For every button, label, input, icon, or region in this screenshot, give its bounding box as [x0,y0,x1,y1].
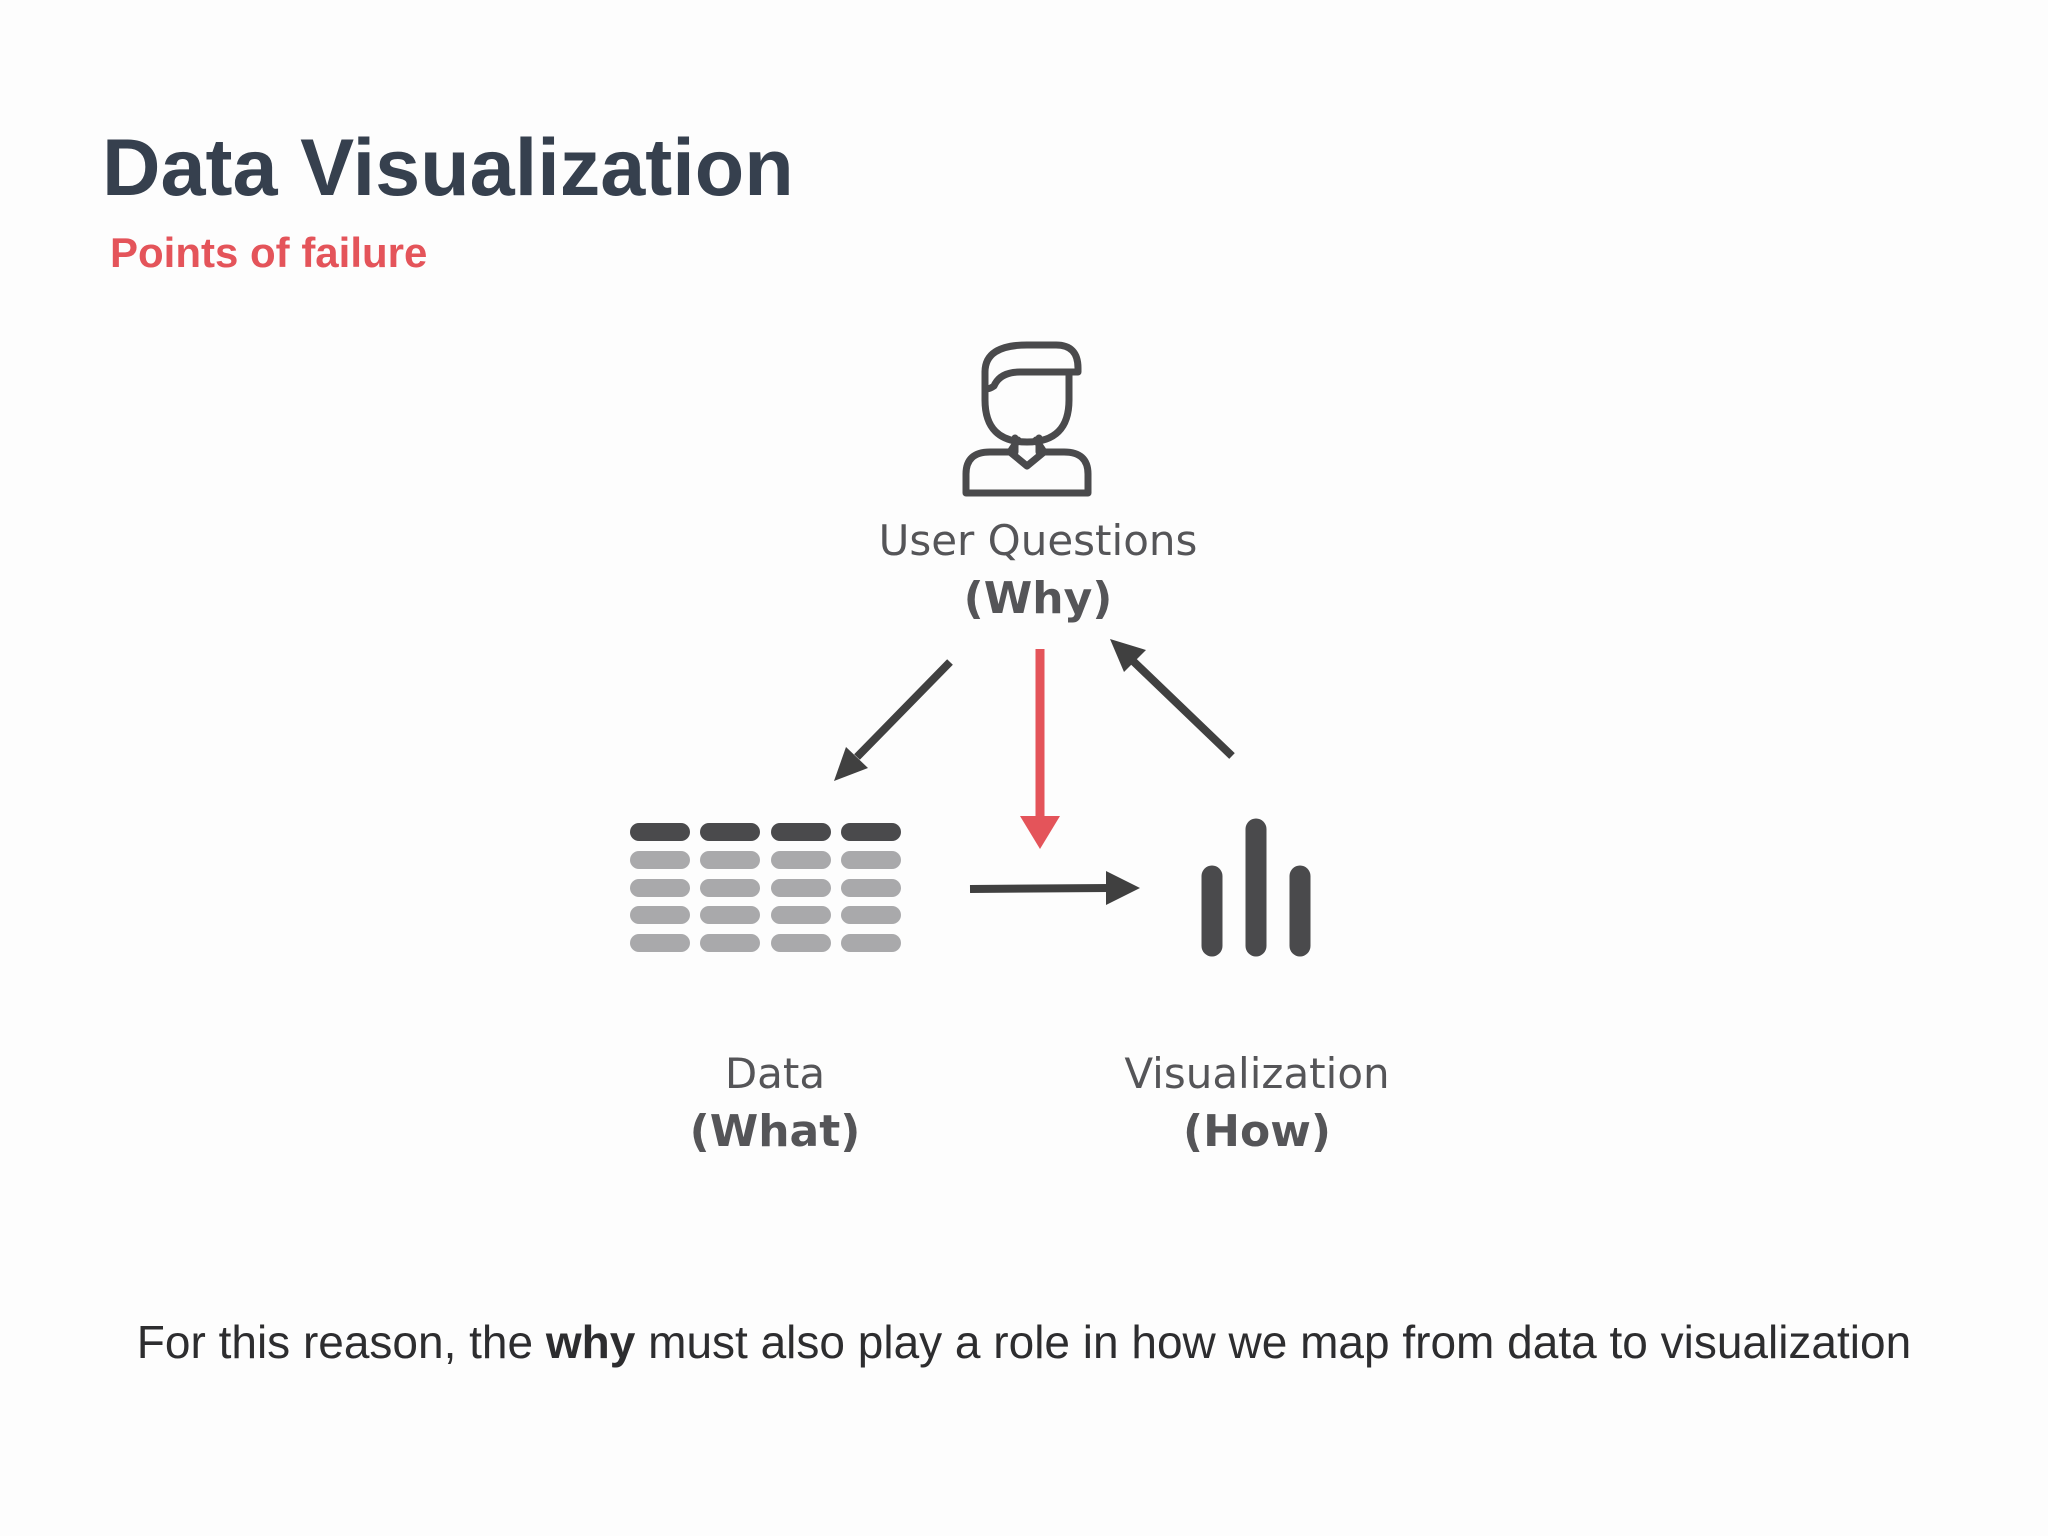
arrow-user-to-data [834,659,953,781]
arrow-user-to-visualization [1020,649,1060,849]
visualization-title: Visualization [1124,1049,1390,1098]
slide-title: Data Visualization [102,123,794,213]
user-icon [962,341,1092,497]
bar-chart-icon [1201,818,1311,957]
user-questions-label: User Questions (Why) [838,512,1238,628]
caption-emphasis: why [545,1316,636,1368]
data-title: Data [724,1049,826,1098]
visualization-label: Visualization (How) [1057,1045,1457,1161]
caption: For this reason, the why must also play … [0,1315,2048,1369]
slide-subtitle: Points of failure [110,229,428,276]
data-table-icon [630,823,901,952]
arrow-visualization-to-user [1110,639,1235,759]
arrow-data-to-visualization [969,871,1140,905]
caption-after: must also play a role in how we map from… [635,1316,1912,1368]
visualization-how: (How) [1183,1106,1331,1157]
user-questions-title: User Questions [878,516,1198,565]
caption-before: For this reason, the [136,1316,546,1368]
data-what: (What) [689,1106,861,1157]
data-label: Data (What) [575,1045,975,1161]
user-questions-why: (Why) [963,573,1113,624]
